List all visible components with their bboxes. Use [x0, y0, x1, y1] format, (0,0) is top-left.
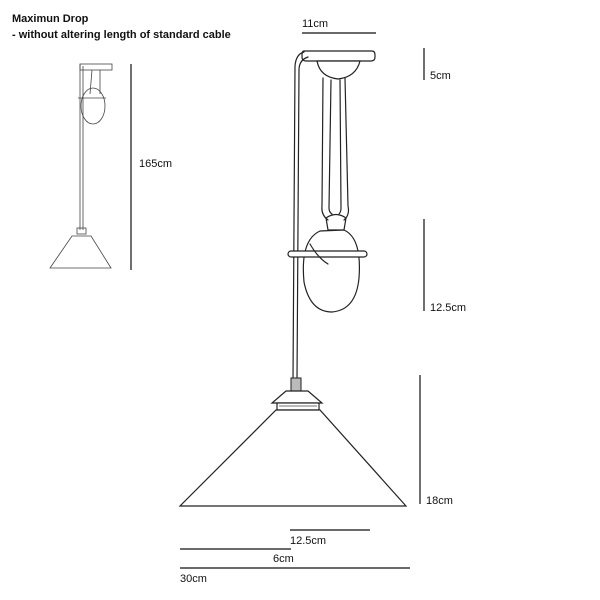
shade-collar	[270, 390, 324, 404]
small-lamp-illustration	[49, 63, 113, 269]
ceiling-height-label: 5cm	[430, 70, 451, 82]
pulley-cable-right	[343, 77, 350, 221]
shade-cup	[276, 402, 320, 411]
shade-width-label: 30cm	[180, 573, 207, 585]
counterweight-height-label: 12.5cm	[430, 302, 466, 314]
title-line-2: - without altering length of standard ca…	[12, 29, 231, 41]
counterweight	[302, 229, 361, 313]
max-drop-label: 165cm	[139, 158, 172, 170]
shade-top-width-label: 12.5cm	[290, 535, 326, 547]
small-counterweight	[80, 87, 106, 125]
pulley-cable-left	[321, 77, 329, 221]
shade-cable-grip	[290, 377, 302, 393]
shade-height-label: 18cm	[426, 495, 453, 507]
ceiling-rose	[316, 60, 361, 80]
large-lamp-illustration	[178, 50, 408, 507]
counterweight-bar	[287, 250, 368, 258]
main-cable	[292, 51, 305, 381]
small-shade	[49, 235, 112, 269]
lamp-shade	[178, 409, 408, 507]
shade-mid-width-label: 6cm	[273, 553, 294, 565]
counterweight-hook	[325, 213, 347, 231]
small-shade-holder	[76, 227, 87, 235]
ceiling-width-label: 11cm	[302, 18, 328, 30]
small-ceiling-plate	[79, 63, 113, 71]
title-line-1: Maximun Drop	[12, 13, 89, 25]
ceiling-plate	[301, 50, 376, 62]
